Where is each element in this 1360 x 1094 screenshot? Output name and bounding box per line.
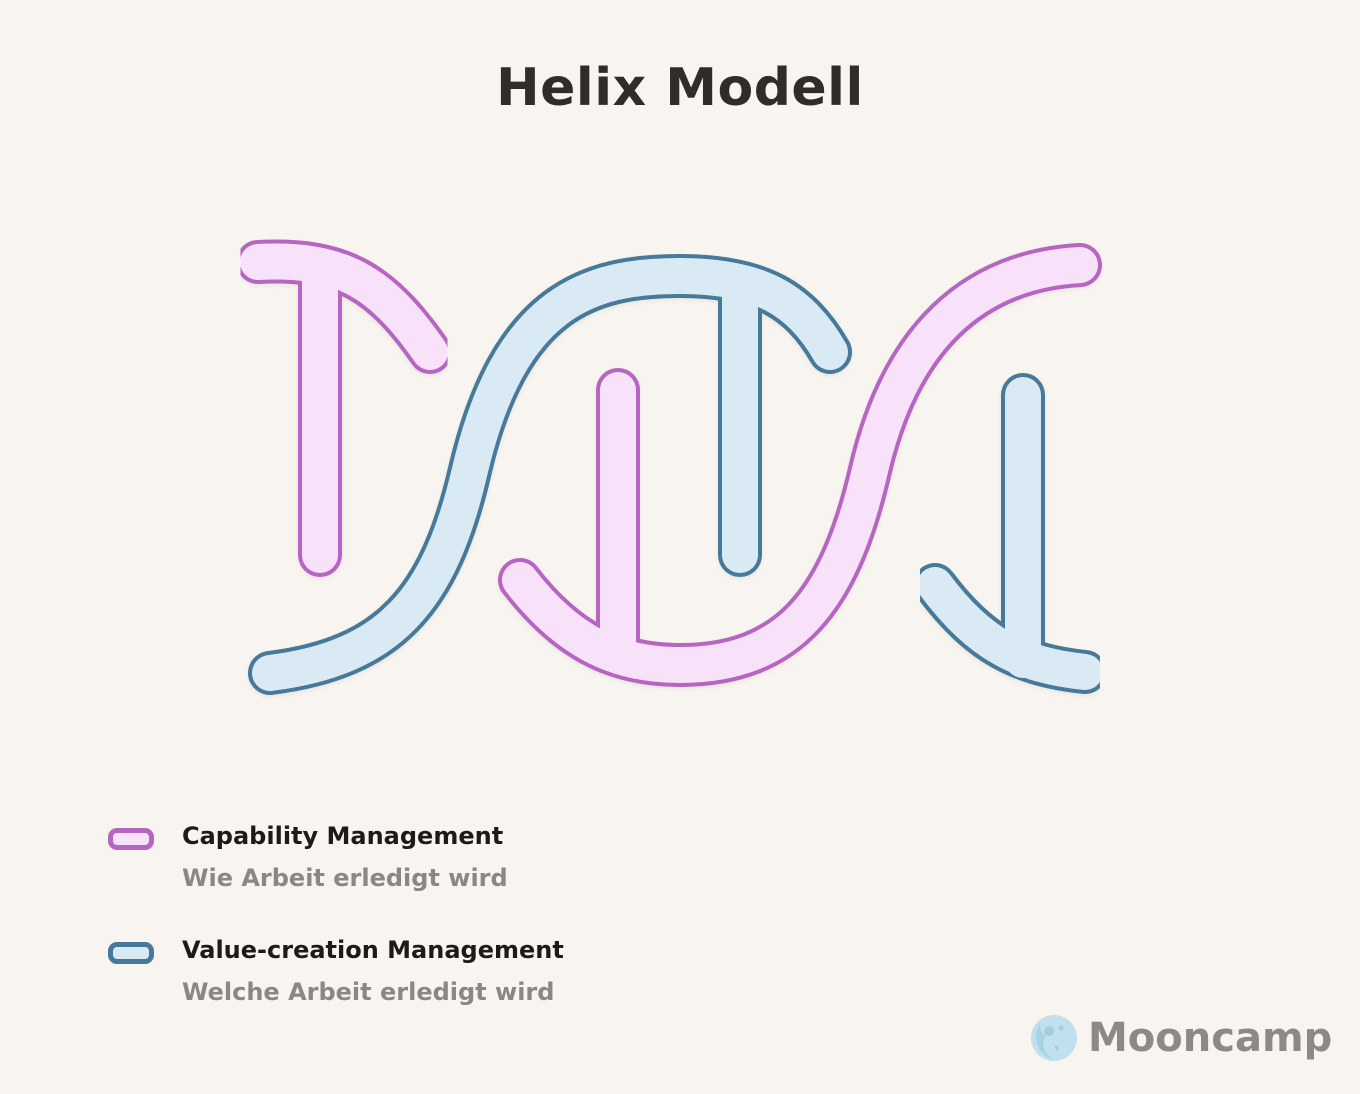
legend-subtitle: Wie Arbeit erledigt wird xyxy=(182,864,508,892)
brand-logo: Mooncamp xyxy=(1030,1014,1332,1062)
diagram-title: Helix Modell xyxy=(496,58,864,118)
legend-subtitle: Welche Arbeit erledigt wird xyxy=(182,978,555,1006)
moon-icon xyxy=(1031,1015,1077,1061)
capability-strand-left-hook xyxy=(236,239,452,577)
value-strand-main xyxy=(248,254,852,695)
legend-title: Capability Management xyxy=(182,822,504,850)
legend-title: Value-creation Management xyxy=(182,936,564,964)
capability-strand-main xyxy=(498,243,1102,687)
brand-name: Mooncamp xyxy=(1088,1015,1333,1061)
value-swatch-icon xyxy=(108,942,154,964)
capability-swatch-icon xyxy=(108,828,154,850)
value-strand-right-hook xyxy=(913,373,1107,694)
